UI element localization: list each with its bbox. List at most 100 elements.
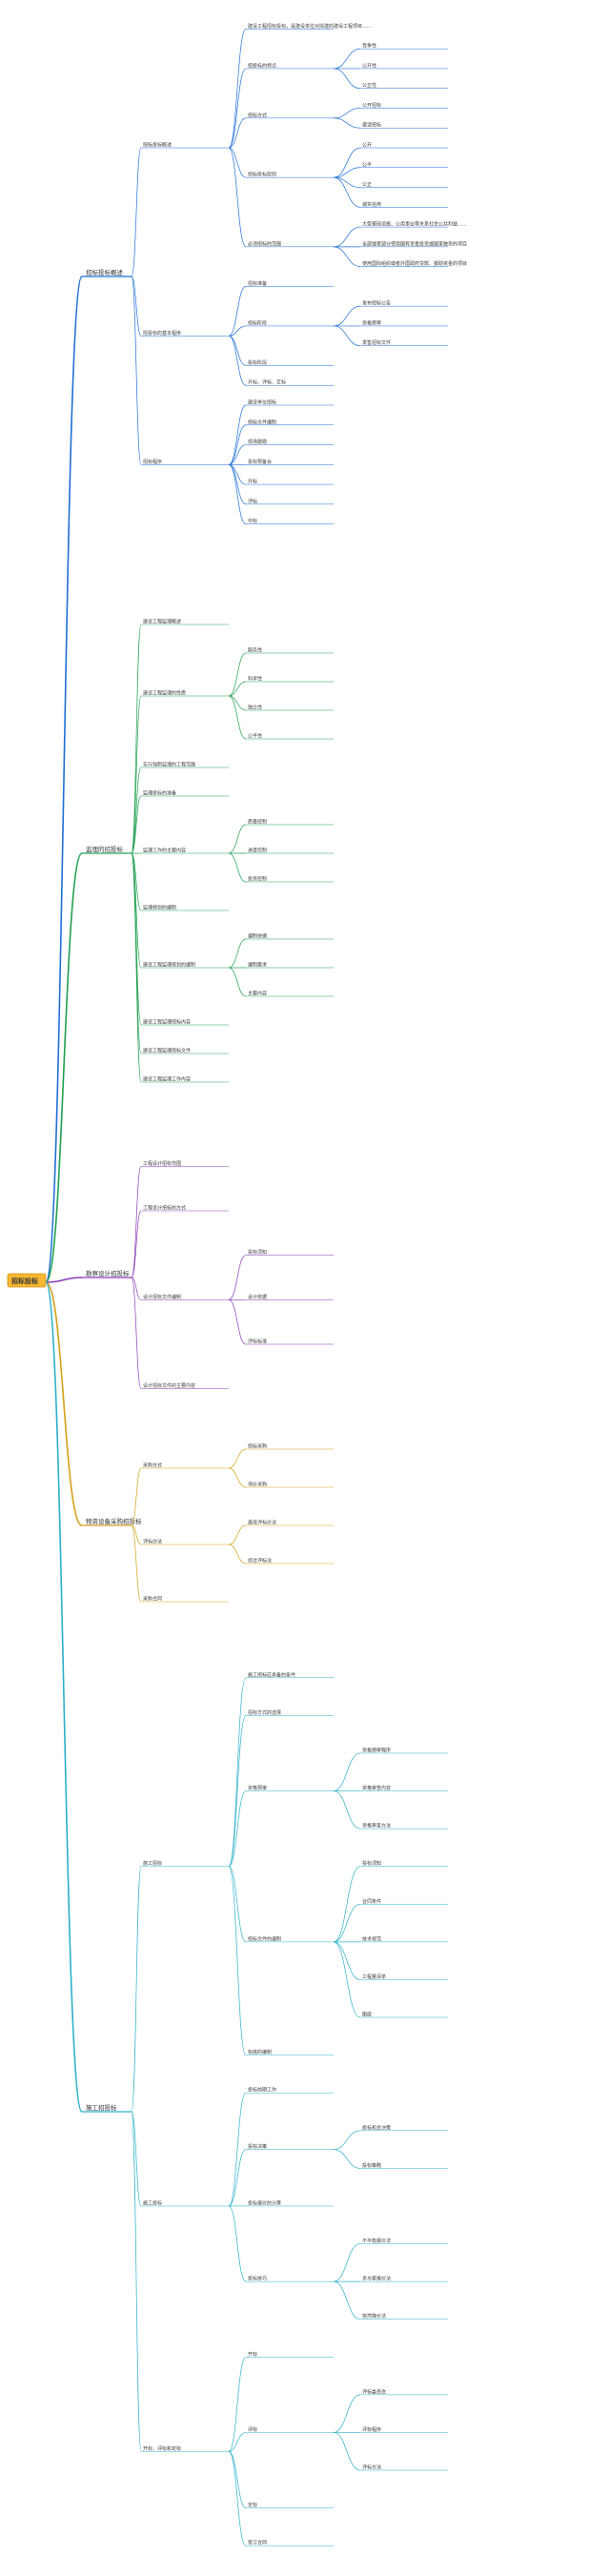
node-label: 建设工程监理概述 (143, 619, 181, 625)
connector-line (131, 1524, 142, 1545)
node-label: 科学性 (248, 676, 262, 683)
node-label: 招标程序 (143, 459, 162, 465)
connector-line (333, 305, 361, 327)
node-label: 资格审查内容 (362, 1785, 391, 1791)
connector-line (333, 108, 361, 119)
node-label: 中标 (248, 518, 257, 524)
connector-line (131, 1866, 142, 2113)
connector-line (131, 276, 142, 337)
node-label: 工程量清单 (362, 1973, 386, 1980)
node-label: 公平性 (248, 733, 262, 740)
node-label: 定标 (248, 2502, 257, 2508)
node-label: 开标 (248, 2351, 257, 2358)
node-label: 招标投标原则 (248, 172, 276, 178)
connector-line (228, 695, 247, 711)
node-label: 工程设计招标的方式 (143, 1205, 186, 1212)
node-label: 资格审查方法 (362, 1823, 391, 1830)
connector-line (333, 2243, 361, 2282)
node-label: 监理规划的编制 (143, 905, 176, 911)
node-label: 采购合同 (143, 1596, 162, 1603)
connector-line (228, 1677, 247, 1868)
connector-line (131, 276, 142, 465)
connector-line (333, 48, 361, 70)
node-label: 招投标的基本程序 (143, 330, 181, 337)
connector-line (333, 2280, 361, 2320)
node-label: 全部或者部分使用国有资金投资或国家融资的项目 (362, 240, 467, 247)
node-label: 合同条件 (362, 1898, 381, 1905)
node-label: 大型基础设施、公用事业等关系社会公共利益…… (362, 221, 467, 228)
connector-line (131, 147, 142, 277)
connector-line (333, 1790, 361, 1830)
node-label: 建设工程监理招标内容 (143, 1019, 191, 1026)
connector-line (131, 852, 142, 911)
node-label: 投标报价的计算 (248, 2199, 281, 2206)
connector-line (228, 424, 247, 465)
node-label: 建设工程监理工作内容 (143, 1076, 191, 1083)
connector-line (131, 2111, 142, 2452)
connector-line (131, 624, 142, 854)
connector-line (131, 1524, 142, 1603)
node-label: 投标须知 (362, 1860, 381, 1867)
node-label: 图纸 (362, 2012, 372, 2018)
connector-line (228, 681, 247, 697)
connector-line (228, 463, 247, 524)
connector-line (333, 117, 361, 129)
connector-line (228, 29, 247, 149)
node-label: 服务性 (248, 647, 262, 654)
node-label: 投标机会决策 (362, 2124, 391, 2131)
node-label: 诚实信用 (362, 201, 381, 208)
node-label: 投标技巧 (248, 2276, 267, 2282)
connector-line (333, 1866, 361, 1943)
connector-line (131, 1210, 142, 1278)
node-label: 招投标的特点 (248, 62, 276, 69)
node-label: 标底的编制 (248, 2049, 272, 2055)
connector-line (228, 1448, 247, 1469)
connector-line (228, 444, 247, 465)
node-label: 投标阶段 (248, 359, 267, 366)
node-label: 评标程序 (362, 2426, 381, 2433)
connector-line (333, 2432, 361, 2471)
connector-line (228, 1467, 247, 1488)
connector-line (228, 852, 247, 883)
node-label: 公正 (362, 182, 372, 188)
node-label: 签订合同 (248, 2540, 267, 2546)
node-label: 必须招标的范围 (248, 240, 281, 247)
connector-line (333, 226, 361, 248)
node-label: 独立性 (248, 705, 262, 711)
node-label: 投资控制 (248, 876, 267, 883)
connector-line (228, 463, 247, 485)
branch-label: 物资设备采购招投标 (86, 1517, 142, 1525)
node-label: 评标委员会 (362, 2388, 386, 2395)
root-node (7, 1273, 47, 1288)
node-label: 招标准备 (248, 280, 267, 287)
node-label: 资格预审程序 (362, 1747, 391, 1753)
node-label: 实行强制监理的工程范围 (143, 762, 195, 768)
connector-line (131, 795, 142, 854)
connector-line (131, 1467, 142, 1526)
node-label: 设计依据 (248, 1294, 267, 1300)
connector-line (228, 68, 247, 149)
connector-line (228, 1298, 247, 1345)
node-label: 招标阶段 (248, 319, 267, 326)
node-label: 公开 (362, 143, 372, 149)
node-label: 编制要求 (248, 962, 267, 969)
connector-line (228, 2432, 247, 2452)
node-label: 进度控制 (248, 848, 267, 854)
connector-line (333, 167, 361, 178)
connector-line (228, 404, 247, 465)
connector-line (333, 1941, 361, 1980)
node-label: 建设工程招标投标，是建设单位对拟建的建设工程项目…… (248, 23, 372, 30)
connector-line (228, 967, 247, 997)
connector-line (333, 2130, 361, 2150)
connector-line (228, 652, 247, 697)
node-label: 公平 (362, 162, 372, 168)
connector-line (228, 335, 247, 386)
connector-line (228, 2092, 247, 2207)
branch-label: 监理的招投标 (86, 845, 124, 853)
connector-line (333, 2394, 361, 2433)
node-label: 施工招标 (143, 1860, 162, 1867)
node-label: 资格预审 (248, 1785, 267, 1791)
connector-line (228, 325, 247, 337)
connector-line (131, 2111, 142, 2207)
